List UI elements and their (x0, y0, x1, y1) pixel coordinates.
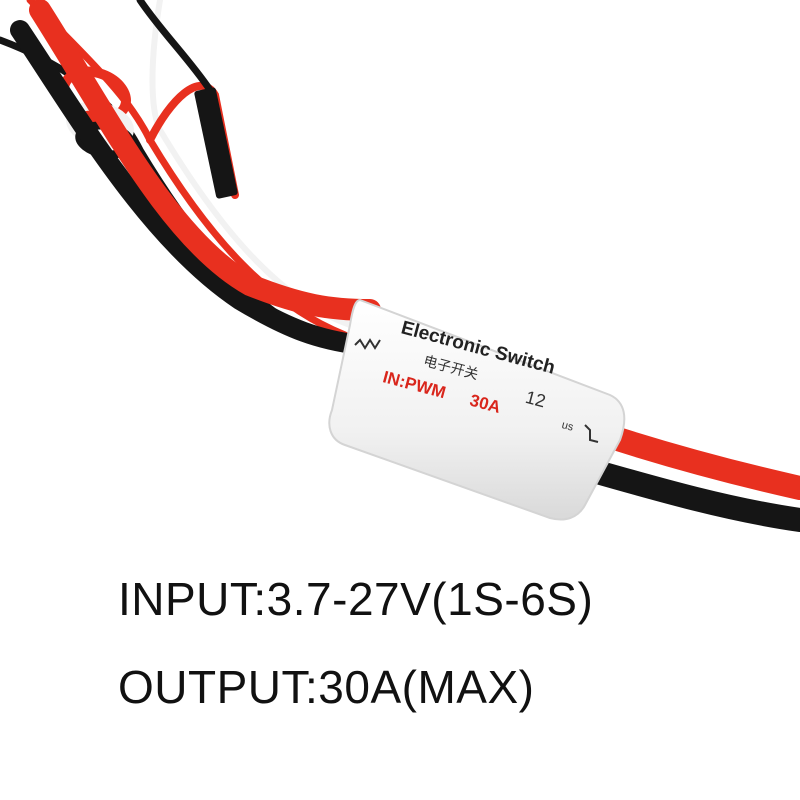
input-power-wires (10, 0, 381, 355)
electronic-switch-body: Electronic Switch 电子开关 IN:PWM 30A 12 us (328, 298, 626, 521)
pwm-wave-icon (354, 338, 381, 350)
spec-output: OUTPUT:30A(MAX) (118, 661, 535, 713)
pulse-icon (584, 424, 599, 443)
output-wires (578, 418, 800, 532)
spec-input: INPUT:3.7-27V(1S-6S) (118, 573, 594, 625)
side-text-us: us (560, 419, 575, 434)
servo-connector (194, 87, 238, 199)
